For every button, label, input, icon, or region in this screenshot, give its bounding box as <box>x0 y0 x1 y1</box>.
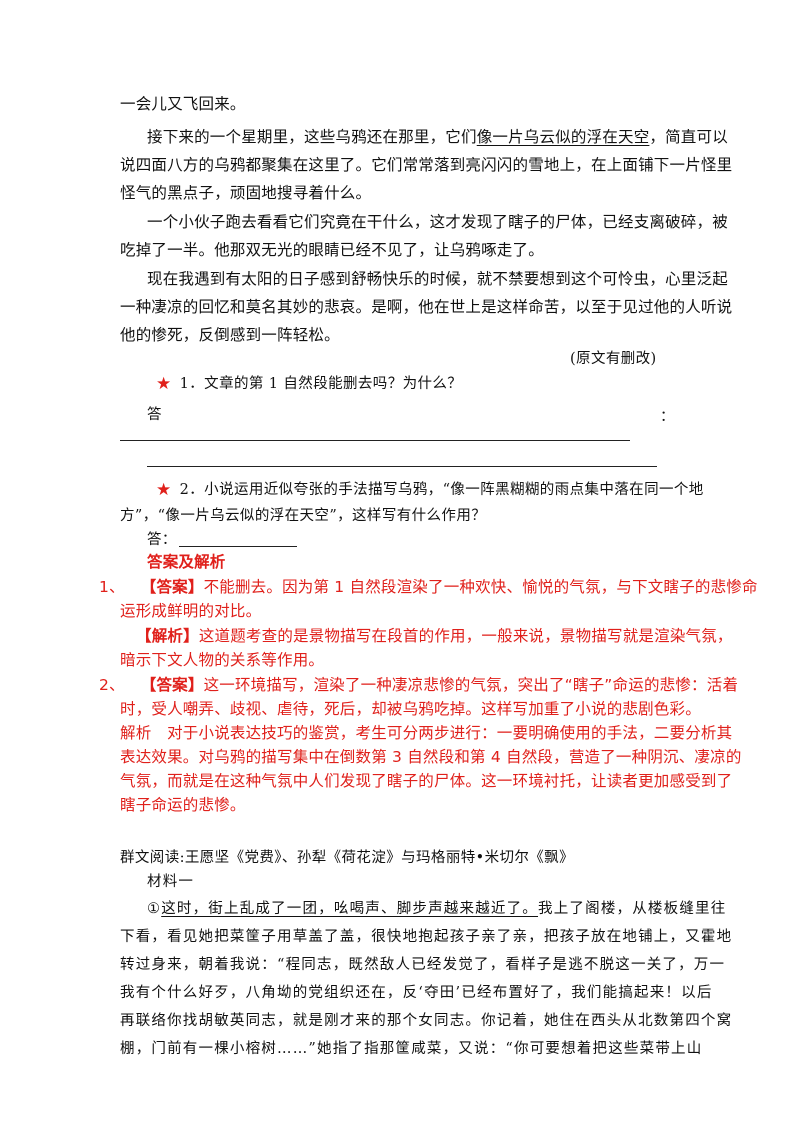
star-icon: ★ <box>156 374 172 394</box>
answer-1-number: 1、 <box>99 578 125 596</box>
answer-1-explanation-line-1: 【解析】这道题考查的是景物描写在段首的作用，一般来说，景物描写就是渲染气氛， <box>136 626 733 646</box>
question-2-line-2: 方”，“像一片乌云似的浮在天空”，这样写有什么作用？ <box>120 508 487 524</box>
circled-number: ① <box>147 901 162 917</box>
answer-1-line-2: 运形成鲜明的对比。 <box>120 602 262 620</box>
question-2-answer-label: 答： <box>147 532 177 548</box>
story-paragraph-1-line-1: 接下来的一个星期里，这些乌鸦还在那里，它们像一片乌云似的浮在天空，简直可以 <box>147 127 728 147</box>
answer-2-number: 2、 <box>99 676 125 694</box>
material-line-6: 棚，门前有一棵小榕树……”她指了指那筐咸菜，又说：“你可要想着把这些菜带上山 <box>120 1041 703 1057</box>
answer-line-1[interactable] <box>120 440 630 441</box>
question-1: ★ 1．文章的第 1 自然段能删去吗？为什么？ <box>156 374 462 394</box>
story-paragraph-2-line-1: 一个小伙子跑去看看它们究竟在干什么，这才发现了瞎子的尸体，已经支离破碎，被 <box>147 213 728 231</box>
answer-1-text: 不能删去。因为第 1 自然段渲染了一种欢快、愉悦的气氛，与下文瞎子的悲惨命 <box>203 578 758 596</box>
answer-2-tag: 【答案】 <box>140 676 204 694</box>
material-text: 我上了阁楼，从楼板缝里往 <box>538 901 727 917</box>
story-text: ，简直可以 <box>649 128 728 146</box>
answer-2-explanation-line-2: 表达效果。对乌鸦的描写集中在倒数第 3 自然段和第 4 自然段，营造了一种阴沉、… <box>120 748 742 766</box>
question-1-text: 1．文章的第 1 自然段能删去吗？为什么？ <box>179 376 463 392</box>
material-line-2: 下看，看见她把菜筐子用草盖了盖，很快地抱起孩子亲了亲，把孩子放在地铺上，又霍地 <box>120 929 733 945</box>
explanation-tag: 【解析】 <box>136 627 199 645</box>
answer-2-explanation-line-3: 气氛，而就是在这种气氛中人们发现了瞎子的尸体。这一环境衬托，让读者更加感受到了 <box>120 772 733 790</box>
story-paragraph-tail: 一会儿又飞回来。 <box>120 95 246 113</box>
answer-2-explanation-line-4: 瞎子命运的悲惨。 <box>120 796 246 814</box>
star-icon: ★ <box>156 480 172 500</box>
answer-1-line-1: 1、【答案】不能删去。因为第 1 自然段渲染了一种欢快、愉悦的气氛，与下文瞎子的… <box>99 577 758 597</box>
source-note: (原文有删改) <box>570 351 657 367</box>
question-2-answer: 答： <box>147 530 297 550</box>
story-text: 接下来的一个星期里，这些乌鸦还在那里，它们 <box>147 128 477 146</box>
answer-2-line-2: 时，受人嘲弄、歧视、虐待，死后，却被乌鸦吃掉。这样写加重了小说的悲剧色彩。 <box>120 700 701 718</box>
question-1-answer-label: 答 <box>147 407 162 423</box>
answer-1-tag: 【答案】 <box>140 578 204 596</box>
underlined-sentence: 这时，街上乱成了一团，吆喝声、脚步声越来越近了。 <box>161 901 539 917</box>
underlined-phrase: 像一片乌云似的浮在天空 <box>476 128 650 146</box>
question-1-colon: ： <box>660 409 675 425</box>
question-2-line-1: ★ 2．小说运用近似夸张的手法描写乌鸦，“像一阵黑糊糊的雨点集中落在同一个地 <box>156 480 704 500</box>
story-paragraph-3-line-2: 一种凄凉的回忆和莫名其妙的悲哀。是啊，他在世上是这样命苦，以至于见过他的人听说 <box>120 298 733 316</box>
answer-2-explanation-line-1: 解析 对于小说表达技巧的鉴赏，考生可分两步进行：一要明确使用的手法，二要分析其 <box>120 724 733 742</box>
reading-title: 群文阅读:王愿坚《党费》、孙犁《荷花淀》与玛格丽特•米切尔《飘》 <box>120 850 574 866</box>
question-2-text: 2．小说运用近似夸张的手法描写乌鸦，“像一阵黑糊糊的雨点集中落在同一个地 <box>179 482 704 498</box>
story-paragraph-3-line-3: 他的惨死，反倒感到一阵轻松。 <box>120 326 340 344</box>
story-paragraph-2-line-2: 吃掉了一半。他那双无光的眼睛已经不见了，让乌鸦啄走了。 <box>120 241 544 259</box>
material-line-5: 再联络你找胡敏英同志，就是刚才来的那个女同志。你记着，她住在西头从北数第四个窝 <box>120 1013 733 1029</box>
answer-blank[interactable] <box>178 532 297 547</box>
answer-line-2[interactable] <box>147 466 657 467</box>
answer-2-text: 这一环境描写，渲染了一种凄凉悲惨的气氛，突出了“瞎子”命运的悲惨：活着 <box>203 676 739 694</box>
story-paragraph-1-line-2: 说四面八方的乌鸦都聚集在这里了。它们常常落到亮闪闪的雪地上，在上面铺下一片怪里 <box>120 156 733 174</box>
story-paragraph-1-line-3: 怪气的黑点子，顽固地搜寻着什么。 <box>120 184 372 202</box>
answer-2-line-1: 2、【答案】这一环境描写，渲染了一种凄凉悲惨的气氛，突出了“瞎子”命运的悲惨：活… <box>99 675 738 695</box>
material-line-1: ①这时，街上乱成了一团，吆喝声、脚步声越来越近了。我上了阁楼，从楼板缝里往 <box>147 899 726 919</box>
answers-heading: 答案及解析 <box>147 553 226 571</box>
material-line-3: 转过身来，朝着我说：“程同志，既然敌人已经发觉了，看样子是逃不脱这一关了，万一 <box>120 957 726 973</box>
story-paragraph-3-line-1: 现在我遇到有太阳的日子感到舒畅快乐的时候，就不禁要想到这个可怜虫，心里泛起 <box>147 270 728 288</box>
material-label: 材料一 <box>147 874 195 890</box>
explanation-text: 这道题考查的是景物描写在段首的作用，一般来说，景物描写就是渲染气氛， <box>198 627 733 645</box>
material-line-4: 我有个什么好歹，八角坳的党组织还在，反‘夺田’已经布置好了，我们能搞起来！以后 <box>120 985 713 1001</box>
answer-1-explanation-line-2: 暗示下文人物的关系等作用。 <box>120 651 325 669</box>
